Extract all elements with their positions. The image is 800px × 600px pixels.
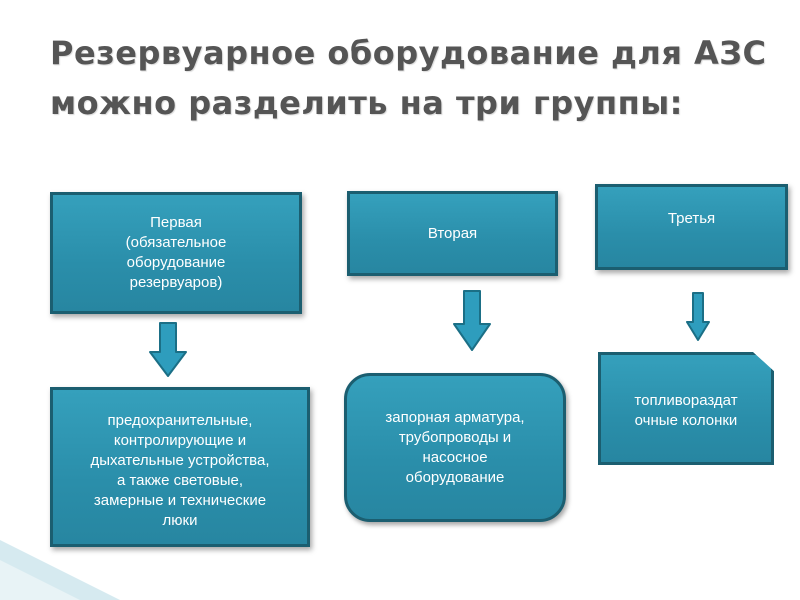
group-second-details-box: запорная арматура, трубопроводы и насосн… <box>344 373 566 522</box>
arrow-down-icon <box>453 290 491 351</box>
group-third-details-box: топливораздат очные колонки <box>598 352 774 465</box>
group-third-details: топливораздат очные колонки <box>634 392 738 429</box>
group-first-details: предохранительные, контролирующие и дыха… <box>90 412 270 529</box>
group-third-label: Третья <box>667 210 716 227</box>
corner-decoration <box>0 540 120 600</box>
group-first-label: Первая (обязательное оборудование резерв… <box>125 214 227 291</box>
arrow-down-icon <box>149 322 187 377</box>
group-second-label: Вторая <box>427 224 478 242</box>
group-third-box: Третья <box>595 184 788 270</box>
group-first-box: Первая (обязательное оборудование резерв… <box>50 192 302 314</box>
group-first-details-box: предохранительные, контролирующие и дыха… <box>50 387 310 547</box>
arrow-down-icon <box>686 292 710 341</box>
slide-title: Резервуарное оборудование для АЗС можно … <box>50 34 767 122</box>
group-second-box: Вторая <box>347 191 558 276</box>
group-second-details: запорная арматура, трубопроводы и насосн… <box>385 408 525 486</box>
